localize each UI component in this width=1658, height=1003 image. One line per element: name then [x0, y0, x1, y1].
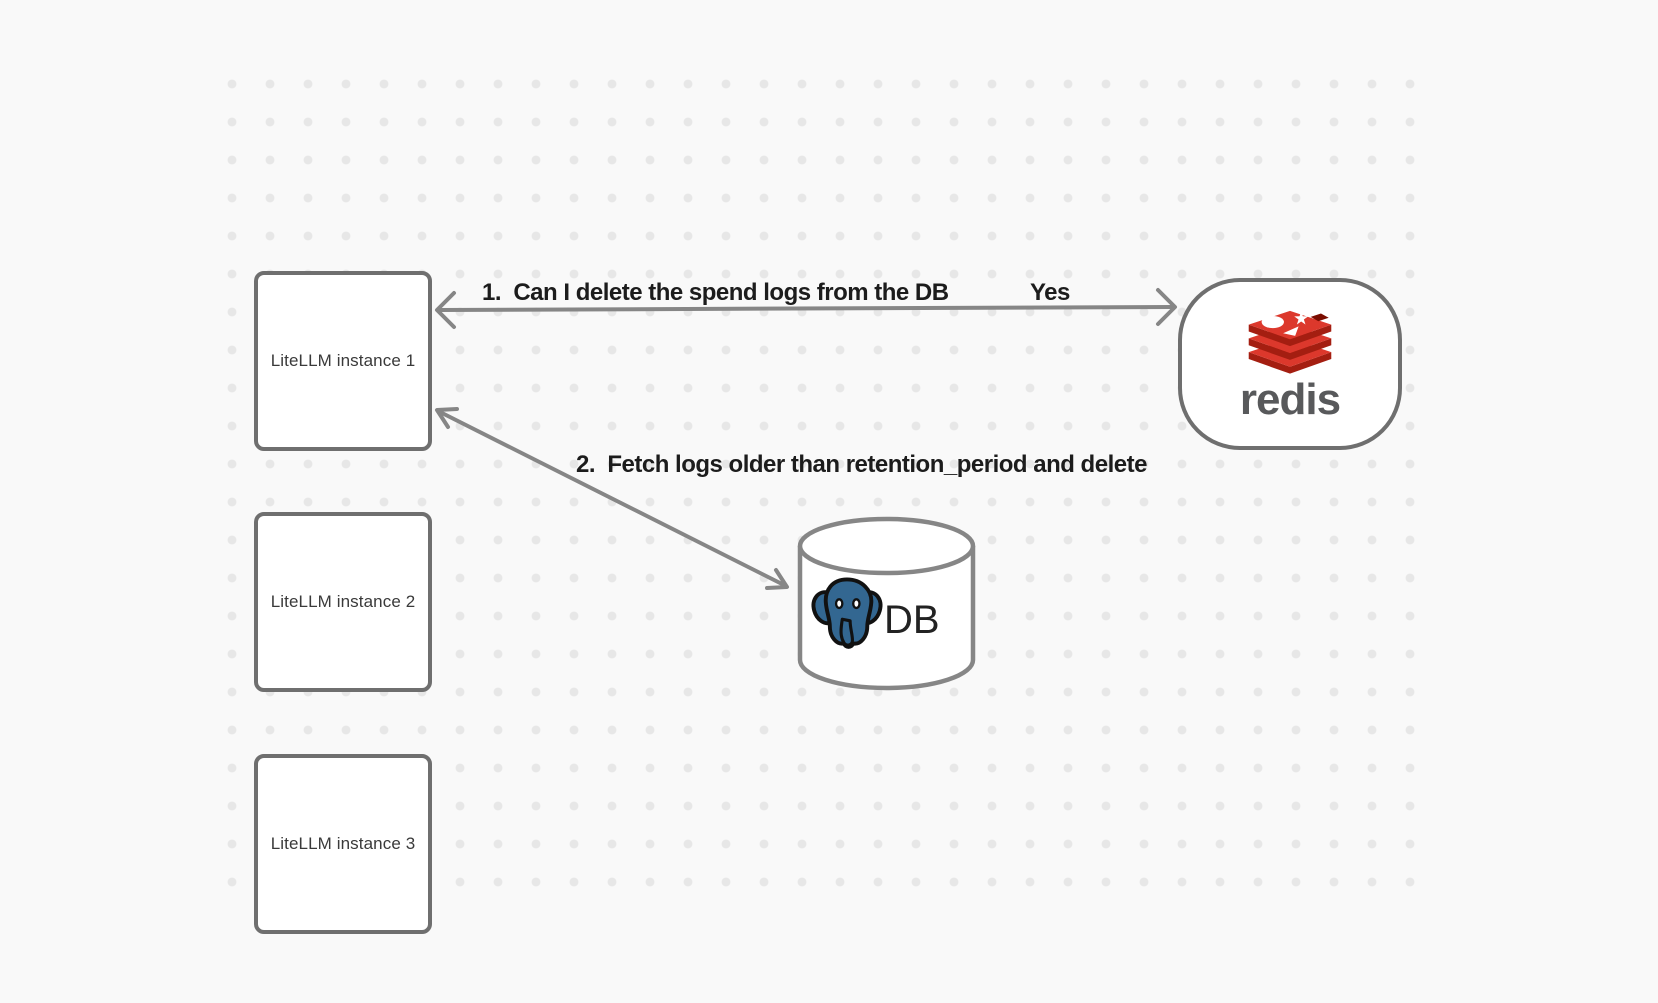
redis-wordmark: redis — [1239, 375, 1341, 424]
node-redis[interactable]: redis — [1178, 278, 1402, 450]
connector-redis-litellm1[interactable] — [435, 288, 1177, 329]
edge-label-step1-answer[interactable]: Yes — [1030, 279, 1070, 306]
node-litellm-instance-1[interactable]: LiteLLM instance 1 — [254, 271, 432, 451]
db-label: DB — [884, 598, 940, 642]
node-litellm-instance-1-label: LiteLLM instance 1 — [270, 351, 416, 370]
postgres-elephant-icon — [811, 577, 883, 649]
redis-logo-icon — [1248, 310, 1332, 374]
node-litellm-instance-3[interactable]: LiteLLM instance 3 — [254, 754, 432, 934]
edge-label-step2[interactable]: 2. Fetch logs older than retention_perio… — [576, 451, 1147, 478]
node-litellm-instance-2-label: LiteLLM instance 2 — [270, 592, 416, 611]
connector-db-litellm1[interactable] — [435, 407, 789, 590]
edge-label-step1[interactable]: 1. Can I delete the spend logs from the … — [482, 279, 949, 306]
database-cylinder-icon[interactable] — [794, 514, 979, 696]
node-litellm-instance-3-label: LiteLLM instance 3 — [270, 834, 416, 853]
node-litellm-instance-2[interactable]: LiteLLM instance 2 — [254, 512, 432, 692]
